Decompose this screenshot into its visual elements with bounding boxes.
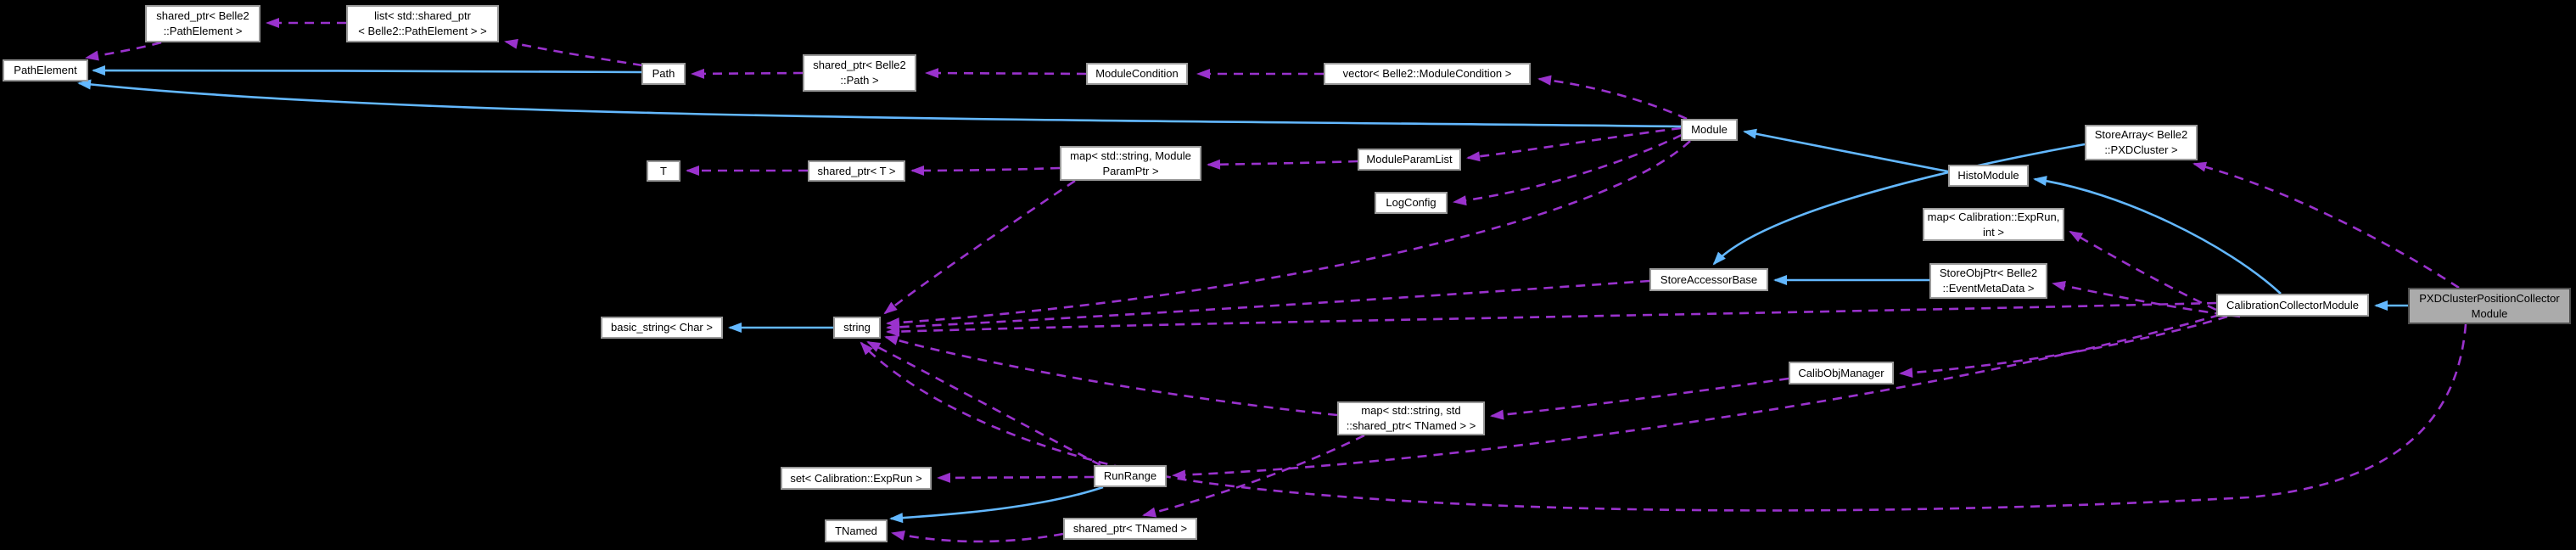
edge-ccm-to-string bbox=[886, 301, 2217, 337]
node-pathelement[interactable]: PathElement bbox=[3, 59, 88, 81]
node-t[interactable]: T bbox=[647, 160, 680, 182]
edge-runrange-to-set-exprun bbox=[937, 472, 1095, 483]
node-module[interactable]: Module bbox=[1681, 119, 1738, 141]
node-histomodule[interactable]: HistoModule bbox=[1948, 165, 2029, 187]
edge-calibobjmanager-to-map-tnamed bbox=[1490, 377, 1789, 420]
edge-ccm-to-storeobjptr bbox=[2052, 280, 2241, 318]
edge-path-to-list bbox=[504, 38, 643, 67]
node-logconfig[interactable]: LogConfig bbox=[1375, 192, 1448, 214]
edge-sp-tnamed-to-tnamed bbox=[891, 530, 1064, 543]
edge-map-tnamed-to-string bbox=[884, 335, 1338, 417]
node-storeaccessorbase[interactable]: StoreAccessorBase bbox=[1649, 268, 1768, 291]
node-calibobjmanager[interactable]: CalibObjManager bbox=[1789, 362, 1894, 384]
edge-ccm-to-runrange bbox=[1172, 313, 2220, 480]
edge-histomodule-inherits-module bbox=[1743, 128, 1949, 173]
node-path[interactable]: Path bbox=[641, 63, 686, 85]
edge-sp-pathelement-to-pathelement bbox=[85, 41, 162, 61]
edge-modulecondition-to-sp-path bbox=[925, 68, 1087, 79]
node-basic-string-char[interactable]: basic_string< Char > bbox=[601, 317, 723, 339]
node-map-exprun-int[interactable]: map< Calibration::ExpRun, int > bbox=[1923, 208, 2064, 241]
edge-ccm-to-calibobjmanager bbox=[1899, 315, 2228, 379]
node-tnamed[interactable]: TNamed bbox=[825, 519, 888, 542]
edge-map-paramptr-to-string bbox=[883, 179, 1076, 315]
edge-ccm-to-map-exprun bbox=[2069, 230, 2217, 311]
node-string[interactable]: string bbox=[833, 317, 881, 339]
edge-pxd-to-string bbox=[860, 323, 2467, 512]
edge-moduleparamlist-to-map-paramptr bbox=[1207, 159, 1358, 170]
node-map-moduleparamptr[interactable]: map< std::string, Module ParamPtr > bbox=[1060, 146, 1201, 181]
node-set-exprun[interactable]: set< Calibration::ExpRun > bbox=[781, 467, 932, 490]
edge-ccm-inherits-histomodule bbox=[2033, 176, 2282, 295]
edge-path-inherits-pathelement bbox=[92, 65, 642, 76]
node-pxdclusterpositioncollectormodule: PXDClusterPositionCollector Module bbox=[2408, 288, 2571, 324]
node-shared-ptr-t[interactable]: shared_ptr< T > bbox=[808, 160, 905, 182]
edge-sp-path-to-path bbox=[691, 68, 804, 79]
edge-module-to-vector bbox=[1537, 75, 1688, 121]
node-modulecondition[interactable]: ModuleCondition bbox=[1086, 63, 1188, 85]
node-shared-ptr-pathelement[interactable]: shared_ptr< Belle2 ::PathElement > bbox=[145, 5, 260, 42]
edge-storearray-inherits-storeaccessorbase bbox=[1712, 143, 2086, 266]
edge-module-inherits-pathelement bbox=[77, 79, 1682, 128]
node-list-shared-ptr-pathelement[interactable]: list< std::shared_ptr < Belle2::PathElem… bbox=[346, 5, 499, 42]
edge-module-to-logconfig bbox=[1453, 133, 1683, 206]
edge-module-to-string bbox=[886, 140, 1691, 328]
edge-runrange-inherits-tnamed bbox=[889, 485, 1104, 524]
edge-pxd-to-storearray bbox=[2192, 161, 2460, 289]
node-vector-modulecondition[interactable]: vector< Belle2::ModuleCondition > bbox=[1324, 63, 1531, 85]
node-calibrationcollectormodule[interactable]: CalibrationCollectorModule bbox=[2216, 294, 2369, 317]
node-shared-ptr-tnamed[interactable]: shared_ptr< TNamed > bbox=[1063, 518, 1197, 540]
edge-storeaccessorbase-to-string bbox=[886, 279, 1650, 333]
edge-module-to-moduleparamlist bbox=[1466, 126, 1682, 162]
node-storearray-pxdcluster[interactable]: StoreArray< Belle2 ::PXDCluster > bbox=[2085, 125, 2198, 160]
node-map-string-shared-ptr-tnamed[interactable]: map< std::string, std ::shared_ptr< TNam… bbox=[1337, 401, 1485, 435]
edge-map-tnamed-to-sp-tnamed bbox=[1142, 434, 1365, 518]
edge-map-paramptr-to-sp-t bbox=[910, 165, 1061, 176]
node-runrange[interactable]: RunRange bbox=[1094, 465, 1167, 487]
node-storeobjptr-eventmetadata[interactable]: StoreObjPtr< Belle2 ::EventMetaData > bbox=[1929, 263, 2047, 299]
node-shared-ptr-path[interactable]: shared_ptr< Belle2 ::Path > bbox=[803, 54, 916, 92]
node-moduleparamlist[interactable]: ModuleParamList bbox=[1358, 149, 1461, 171]
edge-runrange-to-string bbox=[866, 340, 1101, 467]
